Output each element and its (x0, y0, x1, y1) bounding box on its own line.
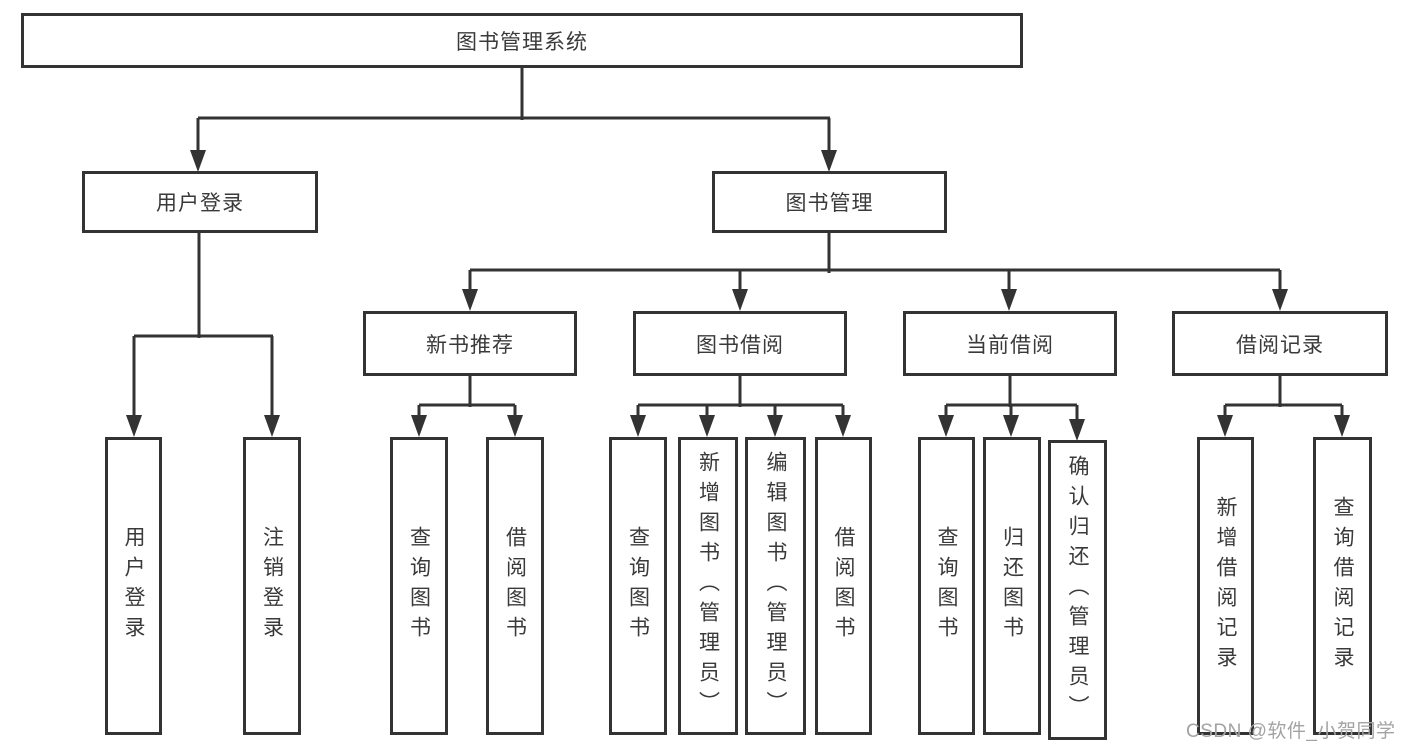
node-label: 用户登录 (122, 526, 145, 646)
node-label: 当前借阅 (966, 333, 1054, 357)
node-label: 注销登录 (260, 526, 284, 646)
node-library-management-system: 图书管理系统 (21, 13, 1023, 68)
node-label: 借阅记录 (1236, 333, 1324, 357)
node-borrowing-records: 借阅记录 (1172, 311, 1388, 376)
node-add-books-admin: 新增图书（管理员） (678, 437, 738, 735)
node-label: 归还图书 (1000, 526, 1024, 646)
node-book-borrowing: 图书借阅 (633, 311, 847, 376)
node-label: 图书管理系统 (456, 30, 588, 54)
node-label: 借阅图书 (503, 526, 527, 646)
csdn-watermark: CSDN @软件_小贺同学 (1186, 721, 1396, 742)
node-label: 确认归还（管理员） (1066, 455, 1089, 725)
node-label: 图书借阅 (696, 333, 784, 357)
node-confirm-return-admin: 确认归还（管理员） (1048, 440, 1107, 740)
node-label: 查询图书 (407, 526, 431, 646)
node-label: 新增图书（管理员） (696, 451, 720, 721)
node-label: 新增借阅记录 (1214, 496, 1237, 676)
node-add-borrow-record: 新增借阅记录 (1197, 437, 1254, 735)
node-return-books: 归还图书 (983, 437, 1041, 735)
node-query-borrow-record: 查询借阅记录 (1313, 437, 1372, 735)
node-label: 查询借阅记录 (1331, 496, 1354, 676)
node-label: 查询图书 (626, 526, 650, 646)
node-user-login: 用户登录 (82, 171, 318, 233)
node-label: 用户登录 (156, 192, 244, 215)
node-query-books: 查询图书 (390, 437, 448, 735)
node-user-login-action: 用户登录 (105, 437, 162, 735)
node-label: 新书推荐 (426, 333, 514, 357)
node-new-book-recommendation: 新书推荐 (363, 311, 577, 376)
node-label: 查询图书 (935, 526, 958, 646)
node-current-borrowing: 当前借阅 (903, 311, 1117, 376)
node-edit-books-admin: 编辑图书（管理员） (745, 437, 806, 735)
node-query-books-3: 查询图书 (918, 437, 975, 735)
node-query-books-2: 查询图书 (609, 437, 667, 735)
node-label: 图书管理 (785, 192, 874, 215)
node-borrow-books: 借阅图书 (486, 437, 544, 735)
node-book-management: 图书管理 (712, 171, 947, 233)
node-label: 借阅图书 (832, 526, 855, 646)
node-borrow-books-2: 借阅图书 (815, 437, 872, 735)
node-label: 编辑图书（管理员） (764, 451, 787, 721)
node-logout: 注销登录 (243, 437, 301, 735)
